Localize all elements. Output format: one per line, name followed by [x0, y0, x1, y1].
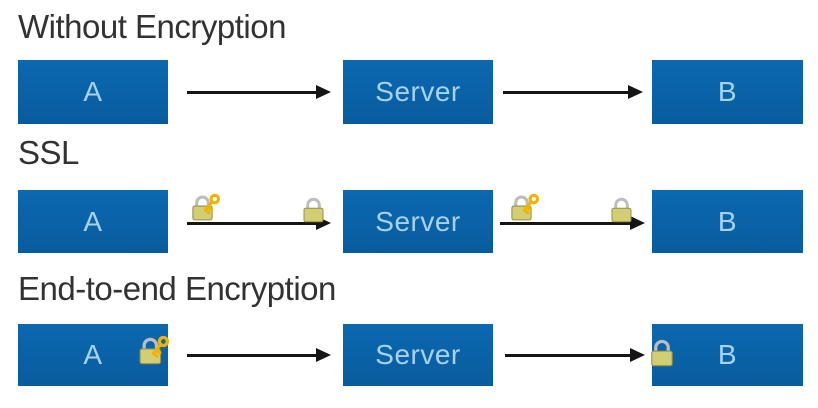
- arrow-line: [500, 221, 634, 225]
- arrow-line: [505, 353, 634, 357]
- node-label: B: [717, 205, 738, 237]
- without-node-a: A: [18, 60, 168, 124]
- lock-with-key-icon: [137, 334, 170, 367]
- lock-with-key-icon: [190, 192, 221, 223]
- without-node-b: B: [652, 60, 803, 124]
- closed-lock-icon: [649, 338, 675, 367]
- heading-ssl: SSL: [18, 134, 79, 171]
- arrow-line: [187, 221, 320, 225]
- closed-lock-icon: [609, 196, 634, 223]
- lock-with-key-icon: [509, 192, 540, 223]
- heading-end-to-end-encryption: End-to-end Encryption: [18, 270, 336, 307]
- node-label: Server: [375, 339, 461, 370]
- arrow-head-icon: [316, 348, 331, 362]
- arrow-head-icon: [630, 348, 645, 362]
- arrow-line: [503, 90, 632, 94]
- arrow-head-icon: [630, 216, 645, 230]
- node-label: Server: [375, 205, 461, 237]
- node-label: A: [83, 339, 103, 370]
- e2e-node-server: Server: [343, 324, 493, 386]
- without-node-server: Server: [343, 60, 493, 124]
- node-label: B: [717, 339, 738, 370]
- node-label: Server: [375, 76, 461, 107]
- ssl-node-server: Server: [343, 190, 493, 253]
- closed-lock-icon: [301, 196, 326, 223]
- arrow-head-icon: [316, 85, 331, 99]
- node-label: B: [717, 76, 738, 107]
- node-label: A: [83, 76, 103, 107]
- ssl-node-b: B: [652, 190, 803, 253]
- ssl-node-a: A: [18, 190, 168, 253]
- e2e-node-b: B: [652, 324, 803, 386]
- arrow-line: [187, 353, 320, 357]
- node-label: A: [83, 205, 103, 237]
- arrow-head-icon: [628, 85, 643, 99]
- arrow-line: [187, 90, 320, 94]
- heading-without-encryption: Without Encryption: [18, 8, 286, 45]
